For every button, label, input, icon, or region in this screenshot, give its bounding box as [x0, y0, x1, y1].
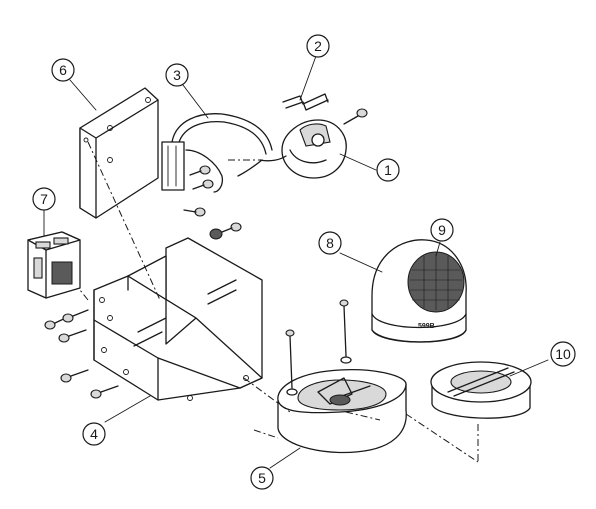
- callout-8-label: 8: [326, 235, 334, 251]
- callout-10-label: 10: [555, 346, 571, 362]
- callout-7-label: 7: [40, 191, 48, 207]
- screw: [60, 369, 89, 383]
- callout-6: 6: [51, 58, 75, 82]
- callout-7: 7: [32, 187, 56, 211]
- part-6-mounting-plate: [79, 87, 159, 219]
- part-5-speaker-base: [277, 299, 407, 454]
- base-screw: [285, 329, 295, 389]
- nut: [209, 228, 223, 240]
- callout-9-label: 9: [438, 222, 446, 238]
- callout-6-label: 6: [59, 62, 67, 78]
- screw: [90, 385, 119, 399]
- assembly-lines: [79, 141, 479, 463]
- callout-8: 8: [318, 231, 342, 255]
- callout-3: 3: [165, 63, 189, 87]
- part-9-grille: [407, 251, 465, 313]
- base-screw: [339, 299, 349, 357]
- screw: [62, 309, 89, 323]
- callout-4: 4: [82, 422, 106, 446]
- part-2-clip: [282, 93, 329, 111]
- callout-3-label: 3: [173, 67, 181, 83]
- bracket-screws: [183, 165, 242, 240]
- mount-screw: [343, 108, 368, 125]
- leader-lines: [43, 55, 549, 469]
- callout-2-label: 2: [314, 38, 322, 54]
- part-4-main-bracket: [93, 237, 263, 401]
- callout-5: 5: [250, 466, 274, 490]
- part-8-speaker-dome: 599B: [371, 239, 467, 343]
- screw: [192, 179, 214, 190]
- part-3-wire-handle: [161, 113, 273, 193]
- callout-9: 9: [430, 218, 454, 242]
- screw: [183, 207, 206, 217]
- callout-1-label: 1: [384, 162, 392, 178]
- speaker-marking: 599B: [418, 323, 435, 330]
- screw: [58, 329, 87, 343]
- part-7-connector-block: [27, 231, 81, 299]
- part-10-cover-cap: [430, 361, 532, 419]
- callout-2: 2: [306, 34, 330, 58]
- bracket-side-screws: [44, 309, 119, 399]
- callout-4-label: 4: [90, 426, 98, 442]
- callout-1: 1: [376, 158, 400, 182]
- screw: [189, 165, 211, 176]
- part-1-swivel-mount: [259, 108, 368, 179]
- callout-5-label: 5: [258, 470, 266, 486]
- screw: [221, 222, 242, 233]
- callout-10: 10: [550, 341, 576, 367]
